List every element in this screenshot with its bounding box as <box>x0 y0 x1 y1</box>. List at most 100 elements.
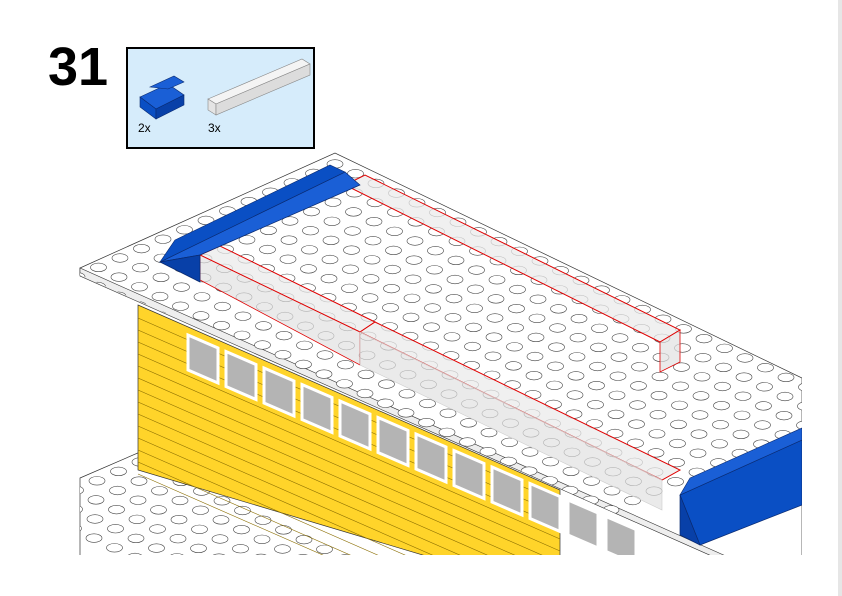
stud <box>148 543 165 553</box>
stud <box>111 253 129 263</box>
stud <box>211 534 229 544</box>
stud <box>607 409 625 420</box>
parts-illustration <box>139 58 311 120</box>
stud <box>669 438 686 449</box>
stud <box>260 225 277 235</box>
stud <box>126 552 144 555</box>
stud <box>131 282 148 292</box>
stud <box>192 311 210 321</box>
stud <box>712 420 729 430</box>
window <box>566 497 600 551</box>
stud <box>385 245 402 255</box>
window <box>604 514 638 555</box>
stud <box>438 427 456 437</box>
stud <box>168 553 186 555</box>
stud <box>88 301 105 311</box>
stud <box>589 361 606 372</box>
stud <box>732 429 750 440</box>
stud <box>255 321 272 331</box>
stud <box>234 505 251 516</box>
stud <box>109 485 126 496</box>
stud <box>796 420 802 430</box>
stud <box>90 262 107 273</box>
stud <box>302 226 319 236</box>
stud <box>714 381 731 392</box>
window <box>224 349 258 402</box>
stud <box>88 476 106 486</box>
stud <box>755 401 772 411</box>
stud <box>345 207 362 217</box>
stud <box>384 264 401 275</box>
stud <box>192 505 209 515</box>
stud <box>736 353 754 363</box>
stud <box>668 458 685 468</box>
stud <box>361 293 379 303</box>
stud <box>500 456 517 467</box>
stud <box>591 323 608 333</box>
window <box>414 431 448 485</box>
window <box>186 332 220 386</box>
stud <box>673 362 690 372</box>
stud <box>320 274 338 284</box>
stud <box>603 486 621 496</box>
brick-seam <box>137 401 488 555</box>
stud <box>695 334 713 344</box>
quantity-blue-slope: 2x <box>138 121 151 135</box>
stud <box>566 390 584 400</box>
stud <box>344 226 361 236</box>
stud <box>486 313 504 323</box>
stud <box>487 294 505 304</box>
stud <box>300 264 317 274</box>
stud <box>443 332 461 342</box>
stud <box>280 235 298 245</box>
brick-seam <box>137 449 379 555</box>
stud <box>274 350 292 360</box>
stud <box>650 391 668 401</box>
stud <box>468 265 485 275</box>
stud <box>423 322 440 332</box>
stud <box>588 381 605 391</box>
stud <box>733 410 751 420</box>
window <box>376 415 410 468</box>
stud <box>402 312 420 323</box>
stud <box>569 333 587 343</box>
stud <box>632 343 649 353</box>
stud <box>233 330 251 340</box>
stud <box>252 553 270 555</box>
stud <box>190 543 207 554</box>
window <box>300 382 334 435</box>
stud <box>295 534 313 545</box>
stud <box>322 235 340 245</box>
stud <box>548 342 565 352</box>
stud <box>754 420 771 430</box>
stud <box>109 291 127 301</box>
window <box>262 365 296 419</box>
stud <box>405 255 423 265</box>
stud <box>253 534 271 544</box>
stud <box>562 466 580 477</box>
stud <box>275 525 292 535</box>
stud <box>214 301 231 312</box>
stud <box>323 216 341 226</box>
stud <box>775 411 793 421</box>
stud <box>694 353 712 363</box>
quantity-clear-brick: 3x <box>208 121 221 135</box>
stud <box>777 372 795 383</box>
stud <box>439 408 457 418</box>
stud <box>629 400 646 410</box>
stud <box>508 304 525 314</box>
stud <box>602 505 620 515</box>
brick-seam <box>137 377 543 555</box>
stud <box>234 311 252 321</box>
brick-seam <box>137 461 351 555</box>
stud <box>172 301 189 311</box>
stud <box>467 284 484 294</box>
stud <box>447 255 465 266</box>
stud <box>128 514 146 524</box>
stud <box>259 244 276 255</box>
step-number: 31 <box>48 37 109 97</box>
stud <box>193 292 211 302</box>
stud <box>670 419 687 430</box>
stud <box>86 514 104 524</box>
